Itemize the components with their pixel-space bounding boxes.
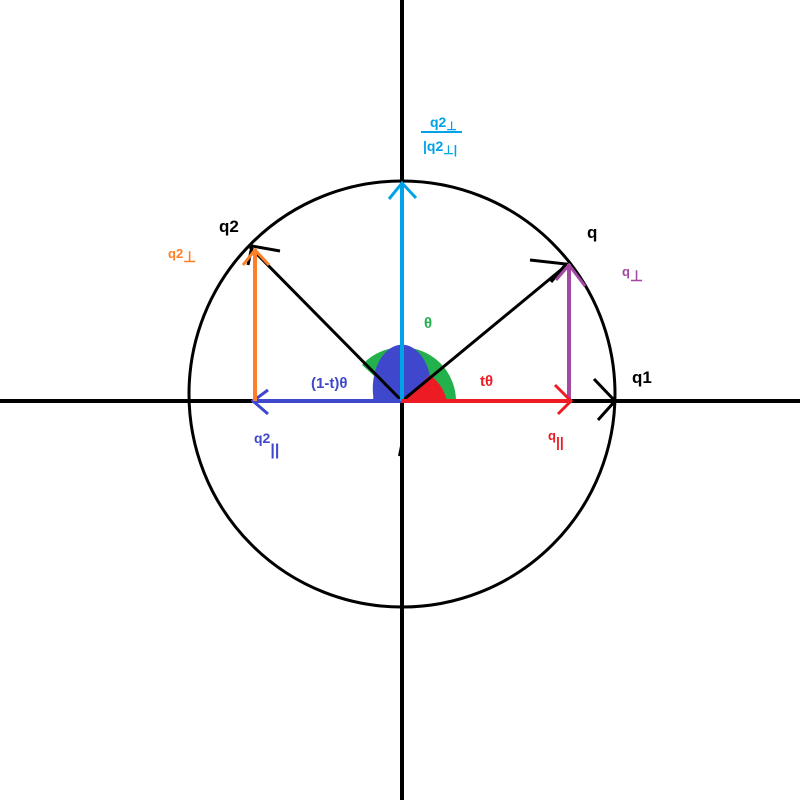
label-unit-num-sub: ⊥ [446, 119, 456, 133]
t-theta-arc [402, 375, 447, 401]
label-q2: q2 [219, 217, 239, 236]
label-q-perp-sub: ⊥ [630, 268, 643, 285]
label-q2-perp: q2⊥ [168, 246, 196, 266]
label-q: q [587, 223, 597, 242]
label-q-parallel: q|| [548, 428, 564, 450]
label-unit-denominator: |q2⊥| [423, 138, 457, 157]
label-q2-parallel: q2|| [254, 430, 279, 459]
q-parallel-arrowhead [553, 383, 574, 416]
q-perp-arrowhead [554, 262, 587, 287]
q2-vector [248, 245, 404, 403]
origin-tick [398, 445, 402, 457]
q2-perp-unit-arrowhead [387, 180, 418, 200]
label-unit-numerator: q2⊥ [430, 114, 457, 133]
label-q2-perp-sub: ⊥ [183, 249, 196, 266]
label-q1: q1 [632, 368, 652, 387]
label-q-par-sub: || [556, 434, 564, 450]
q2-perp-arrowhead [241, 247, 271, 267]
label-q2-perp-main: q2 [168, 246, 183, 261]
label-q2-par-sub: || [270, 442, 279, 459]
label-q2-par-main: q2 [254, 430, 271, 446]
label-t-theta: tθ [480, 373, 493, 390]
label-unit-num-main: q2 [430, 114, 447, 130]
q-vector [401, 262, 569, 403]
label-q-perp-main: q [622, 264, 630, 279]
label-unit-den-main: |q2 [423, 138, 443, 154]
label-q-perp: q⊥ [622, 264, 643, 285]
q1-arrowhead [592, 377, 618, 422]
label-q-par-main: q [548, 428, 556, 443]
label-theta: θ [424, 315, 432, 332]
one-minus-t-theta-arc-inner [373, 360, 402, 401]
q-arrowhead [529, 258, 569, 283]
label-one-minus-t-theta: (1-t)θ [311, 375, 347, 392]
label-unit-den-sub: ⊥| [443, 143, 457, 157]
